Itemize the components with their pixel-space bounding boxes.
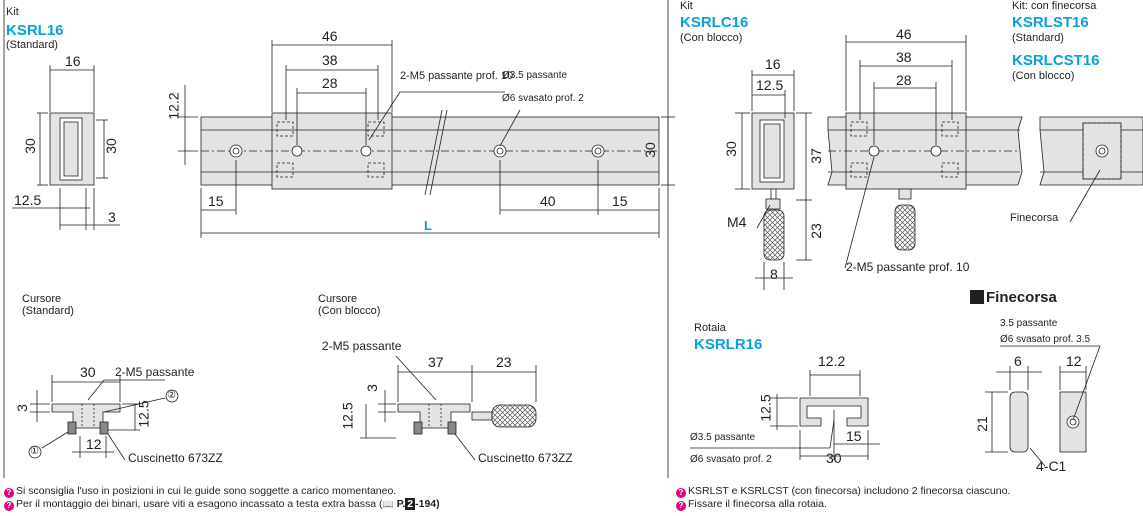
tapped-hole-label: 2-M5 passante prof. 10 [846,260,970,274]
square-bullet-icon [970,290,984,304]
book-icon: 📖 [382,499,394,509]
dim-text: 12.5 [757,394,774,422]
note-item: ?Fissare il finecorsa alla rotaia. [676,498,827,511]
bearing-label: Cuscinetto 673ZZ [478,451,573,465]
bearing-label: Cuscinetto 673ZZ [128,451,223,465]
dim-text: 12.2 [818,353,846,369]
dim-text: 3 [363,384,380,392]
dim-text: 40 [540,193,556,209]
stopper-callout: Finecorsa [1010,212,1059,224]
dim-text: 23 [807,223,824,239]
note-text: Si sconsiglia l'uso in posizioni in cui … [16,485,397,497]
stopper-title-text: Finecorsa [986,289,1057,306]
tapped-hole-label: 2-M5 passante [115,365,195,379]
kit1-variant: (Standard) [6,39,58,51]
dim-text: 15 [208,193,224,209]
cursor1-caption: Cursore [22,293,62,305]
dim-text: 30 [722,141,739,157]
note-text: KSRLST e KSRLCST (con finecorsa) includo… [688,485,1011,497]
stopper-title: Finecorsa [970,290,1057,305]
cursor2-variant: (Con blocco) [318,305,381,317]
rail-caption: Rotaia [694,322,726,334]
dim-text: 15 [612,193,628,209]
dim-text: 12.5 [756,77,784,93]
dim-text: 12 [86,436,102,452]
hole-label: Ø3.5 passante [502,70,568,81]
dim-text: 37 [428,354,444,370]
page-ref-prefix: P. [396,498,406,510]
dim-text: 28 [896,72,912,88]
kit3-variant-b: (Con blocco) [1012,70,1075,82]
dim-text: 30 [641,142,658,158]
dim-text: 3 [13,404,30,412]
kit2-variant: (Con blocco) [680,32,743,44]
dim-text: 38 [322,52,338,68]
dim-text: 30 [80,364,96,380]
countersink-label: Ø6 svasato prof. 2 [502,93,584,104]
hole-label: 3.5 passante [1000,318,1058,329]
dim-text: 16 [765,56,781,72]
kit1-caption: Kit [6,6,19,18]
dim-text: 46 [896,26,912,42]
cursor1-variant: (Standard) [22,305,74,317]
thread-label: M4 [727,214,747,230]
kit3-code-b: KSRLCST16 [1012,52,1100,69]
dim-text: 6 [1014,353,1022,369]
dim-text: 38 [896,49,912,65]
info-icon: ? [676,501,686,511]
note-item: ?Si sconsiglia l'uso in posizioni in cui… [4,485,396,498]
kit3-caption: Kit: con finecorsa [1012,0,1097,12]
callout-number: ① [30,446,39,457]
countersink-label: Ø6 svasato prof. 2 [690,454,772,465]
tapped-hole-label: 2-M5 passante prof. 10 [400,70,514,82]
note-item: ?Per il montaggio dei binari, usare viti… [4,498,440,511]
page-ref-suffix: -194) [415,498,440,510]
dim-text: 16 [65,53,81,69]
kit2-code: KSRLC16 [680,14,749,31]
dim-text: 8 [770,266,778,282]
dim-text: 21 [973,416,990,432]
dim-text: 12.5 [135,400,152,428]
note-text: Fissare il finecorsa alla rotaia. [688,498,827,510]
info-icon: ? [4,488,14,498]
dim-text: 46 [322,28,338,44]
dim-text: 37 [807,148,824,164]
dim-text: 30 [21,138,38,154]
dim-text: 30 [102,138,119,154]
rail-code: KSRLR16 [694,336,763,353]
dim-text: 23 [496,354,512,370]
tapped-hole-label: 2-M5 passante [322,339,402,353]
dim-text: 12 [1066,353,1082,369]
dim-text: 12.2 [165,92,182,120]
info-icon: ? [676,488,686,498]
dim-text: 12.5 [339,402,356,430]
callout-number: ② [167,390,176,401]
note-text: Per il montaggio dei binari, usare viti … [16,498,383,510]
dim-text: 15 [846,428,862,444]
kit2-caption: Kit [680,0,693,12]
info-icon: ? [4,501,14,511]
chamfer-label: 4-C1 [1036,458,1067,474]
dim-text: 30 [826,450,842,466]
cursor2-caption: Cursore [318,293,358,305]
kit3-variant-a: (Standard) [1012,32,1064,44]
kit1-code: KSRL16 [6,22,64,39]
note-item: ?KSRLST e KSRLCST (con finecorsa) includ… [676,485,1010,498]
dim-text: 12.5 [14,192,42,208]
dim-text: 3 [108,209,116,225]
dim-length-L: L [424,218,432,233]
page-ref-number: 2 [405,498,416,510]
countersink-label: Ø6 svasato prof. 3.5 [1000,334,1091,345]
kit3-code-a: KSRLST16 [1012,14,1089,31]
dim-text: 28 [322,75,338,91]
hole-label: Ø3.5 passante [690,432,756,443]
